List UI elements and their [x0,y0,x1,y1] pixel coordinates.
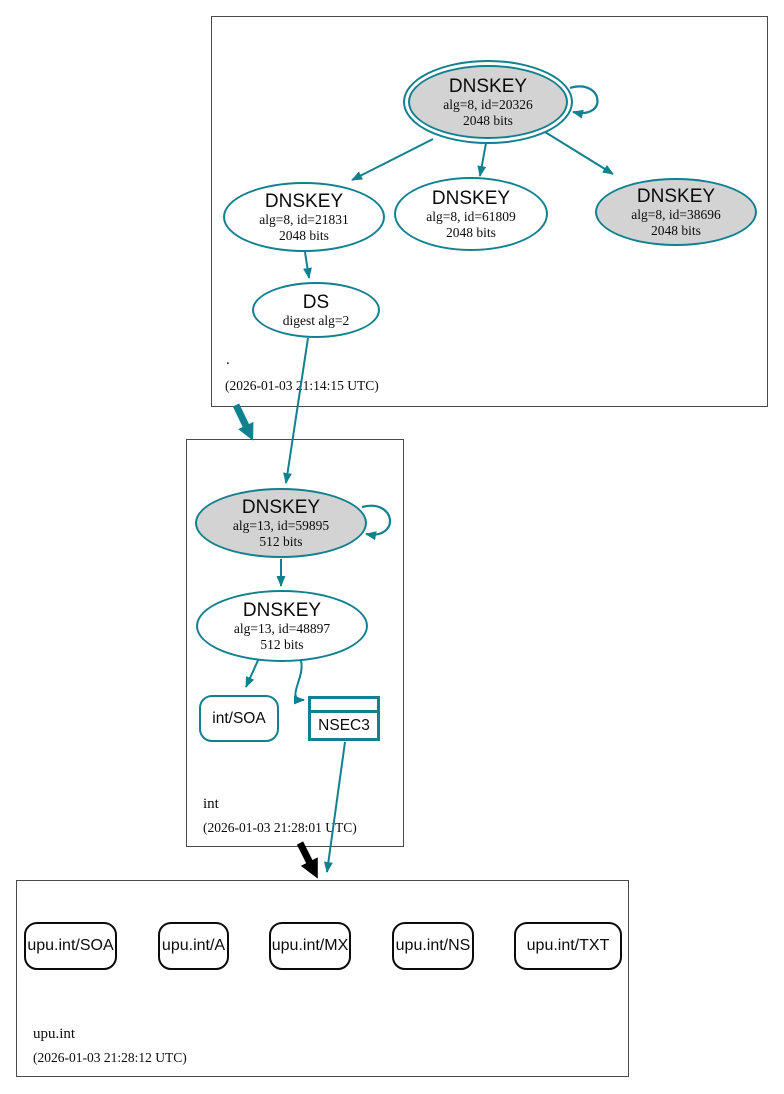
zone-label-int: int [203,796,219,812]
node-detail: 2048 bits [279,227,329,243]
node-dnskey-61809: DNSKEY alg=8, id=61809 2048 bits [394,177,548,251]
zone-box-upu-int [16,880,629,1077]
node-detail: digest alg=2 [282,312,350,328]
node-ds: DS digest alg=2 [252,282,380,338]
nsec3-label: NSEC3 [318,716,370,734]
node-rrset-upu-int-soa: upu.int/SOA [24,922,117,970]
node-rrset-upu-int-mx: upu.int/MX [269,922,351,970]
node-detail: 2048 bits [651,222,701,238]
node-detail: alg=8, id=38696 [631,206,721,222]
node-detail: 2048 bits [463,112,513,128]
node-nsec3: NSEC3 [308,696,380,741]
node-dnskey-21831: DNSKEY alg=8, id=21831 2048 bits [223,182,385,252]
node-rrset-upu-int-txt: upu.int/TXT [514,922,622,970]
node-title: DNSKEY [448,75,528,97]
rrset-label: upu.int/A [161,937,226,954]
node-title: DNSKEY [264,190,344,212]
rrset-label: upu.int/MX [271,937,349,954]
zone-label-upu-int: upu.int [33,1026,76,1042]
node-title: DNSKEY [241,496,321,518]
node-detail: alg=13, id=59895 [232,517,330,533]
node-detail: 2048 bits [446,224,496,240]
nsec3-label-cell: NSEC3 [311,713,377,738]
node-title: DNSKEY [431,187,511,209]
node-title: DS [302,291,330,313]
rrset-label: upu.int/SOA [27,937,114,954]
rrset-label: upu.int/NS [395,937,471,954]
zone-timestamp-upu-int: (2026-01-03 21:28:12 UTC) [33,1050,187,1065]
zone-label-root: . [226,352,230,368]
node-title: DNSKEY [242,599,322,621]
node-rrset-upu-int-ns: upu.int/NS [392,922,474,970]
node-detail: alg=8, id=21831 [259,211,349,227]
node-detail: 512 bits [260,636,304,652]
zone-timestamp-int: (2026-01-03 21:28:01 UTC) [203,820,357,835]
node-rrset-upu-int-a: upu.int/A [158,922,229,970]
rrset-label: int/SOA [212,709,266,727]
node-dnskey-48897: DNSKEY alg=13, id=48897 512 bits [196,590,368,662]
nsec3-top-cell [311,699,377,710]
node-detail: alg=8, id=61809 [426,208,516,224]
node-dnskey-59895: DNSKEY alg=13, id=59895 512 bits [195,488,367,558]
node-detail: 512 bits [259,533,303,549]
node-detail: alg=13, id=48897 [233,620,331,636]
node-dnskey-38696: DNSKEY alg=8, id=38696 2048 bits [595,178,757,246]
zone-box-root [211,16,768,407]
zone-timestamp-root: (2026-01-03 21:14:15 UTC) [225,378,379,393]
node-title: DNSKEY [636,185,716,207]
node-dnskey-20326-inner: DNSKEY alg=8, id=20326 2048 bits [408,65,568,139]
node-detail: alg=8, id=20326 [443,96,533,112]
rrset-label: upu.int/TXT [526,937,610,954]
node-dnskey-20326: DNSKEY alg=8, id=20326 2048 bits [403,60,573,144]
delegation-arrow-root-to-int [232,403,254,441]
node-rrset-int-soa: int/SOA [199,695,279,742]
